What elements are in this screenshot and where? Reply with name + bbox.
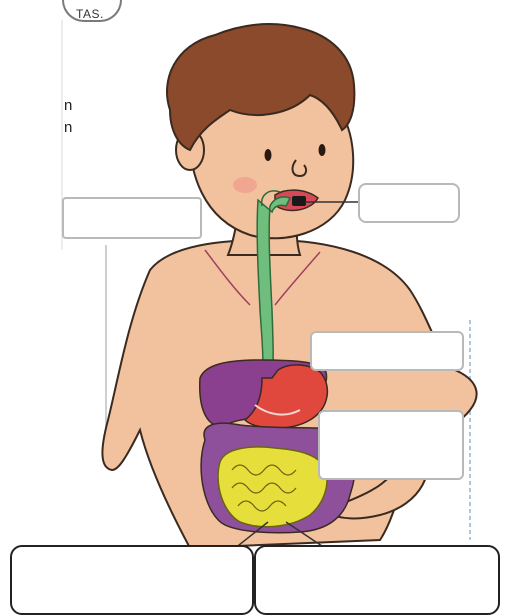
left-label-box[interactable] xyxy=(62,197,202,239)
tooth-marker xyxy=(292,196,306,206)
bottom-left-label-box[interactable] xyxy=(10,545,254,615)
small-intestine xyxy=(218,447,327,527)
right-eye xyxy=(319,144,326,156)
cheek xyxy=(233,177,257,193)
left-eye xyxy=(265,149,272,161)
mouth-label-box[interactable] xyxy=(358,183,460,223)
bottom-right-label-box[interactable] xyxy=(254,545,500,615)
stomach-label-box[interactable] xyxy=(310,331,464,371)
liver-label-box[interactable] xyxy=(318,410,464,480)
